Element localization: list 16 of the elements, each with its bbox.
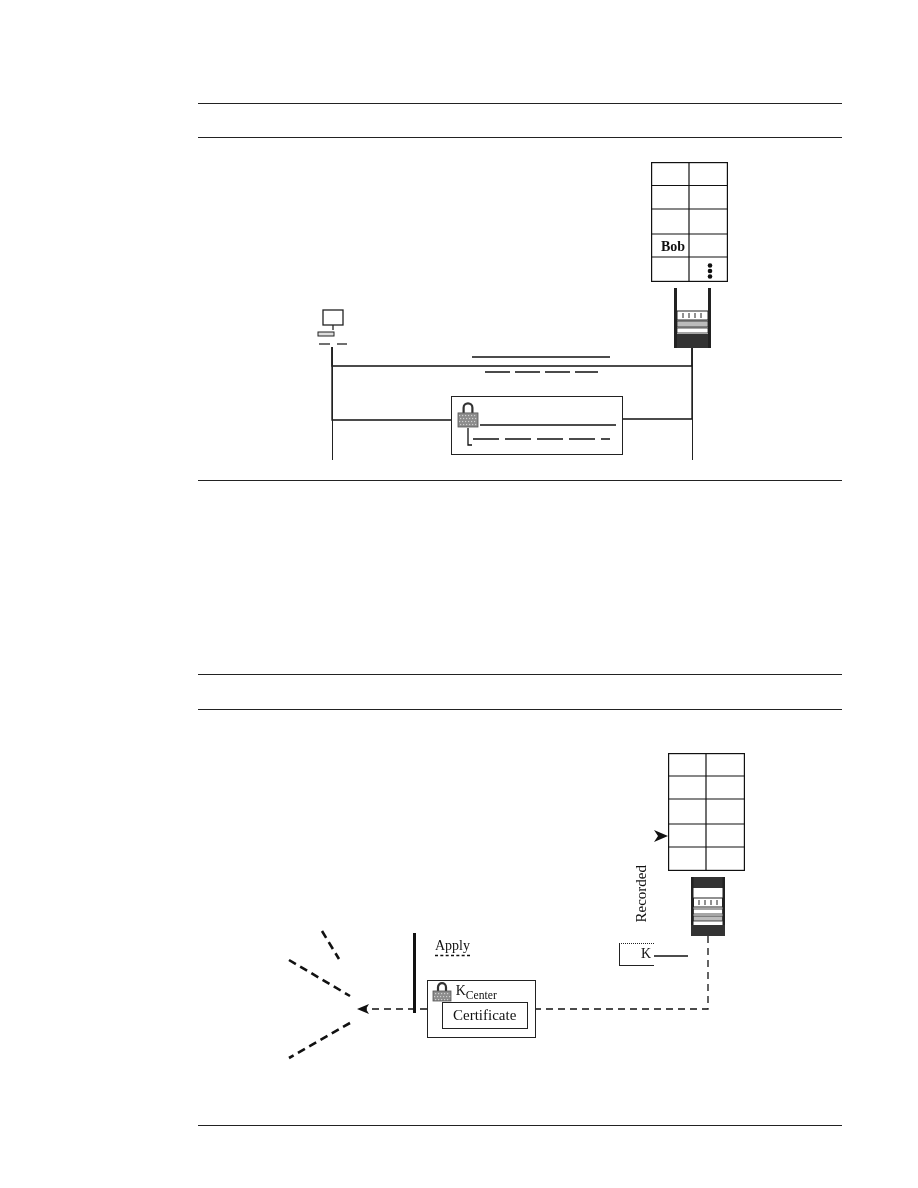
server-rack-icon — [674, 288, 711, 348]
server-rack-icon — [691, 877, 725, 936]
key-label: K$_{Center}$ — [455, 982, 497, 1003]
dashed-arrow — [357, 1004, 428, 1014]
dashed-connector-line — [535, 935, 709, 1010]
computer-icon — [316, 308, 350, 347]
label-text: Apply — [435, 938, 470, 955]
sealed-certificate-box — [427, 980, 536, 1038]
key-box: K — [619, 943, 654, 966]
sealed-message-box — [451, 396, 623, 455]
connector-line — [653, 955, 689, 957]
vertical-label: Recorded — [633, 865, 650, 923]
name-text: Bob — [661, 239, 686, 255]
connector-line — [622, 347, 693, 420]
certificate-box: Certificate — [441, 1001, 528, 1029]
connector-line — [331, 346, 452, 421]
